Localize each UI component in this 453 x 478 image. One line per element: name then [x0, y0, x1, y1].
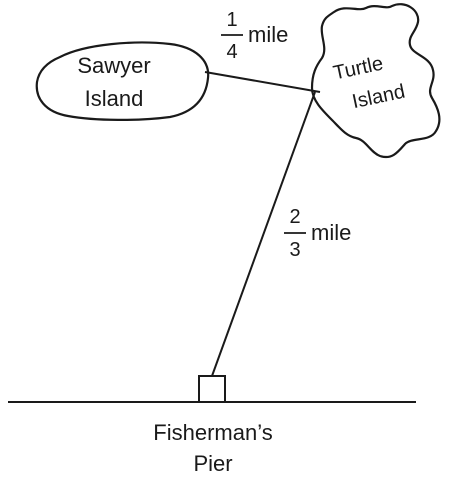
pier-label-line2: Pier [193, 451, 232, 476]
route-turtle-to-pier [211, 91, 316, 377]
turtle-island-label-line1: Turtle [331, 52, 385, 84]
pier-structure [198, 375, 226, 402]
fraction-numerator-1-4: 1 [226, 9, 237, 31]
turtle-island-outline [310, 3, 441, 159]
sawyer-island-outline [35, 41, 210, 121]
pier-label-line1: Fisherman’s [153, 420, 272, 445]
sawyer-island-label-line1: Sawyer [77, 53, 150, 78]
distance-label-turtle-pier: 2 3 mile [284, 206, 351, 261]
turtle-island-label: Turtle Island [331, 52, 407, 114]
fraction-numerator-2-3: 2 [289, 206, 300, 228]
fraction-denominator-1-4: 4 [226, 41, 237, 63]
sawyer-island-label-line2: Island [85, 86, 144, 111]
route-sawyer-to-turtle [204, 71, 321, 93]
distance-unit-2-3: mile [311, 220, 351, 245]
turtle-island-label-line2: Island [350, 81, 407, 114]
distance-label-sawyer-turtle: 1 4 mile [221, 9, 288, 63]
fraction-denominator-2-3: 3 [289, 239, 300, 261]
distance-unit-1-4: mile [248, 22, 288, 47]
